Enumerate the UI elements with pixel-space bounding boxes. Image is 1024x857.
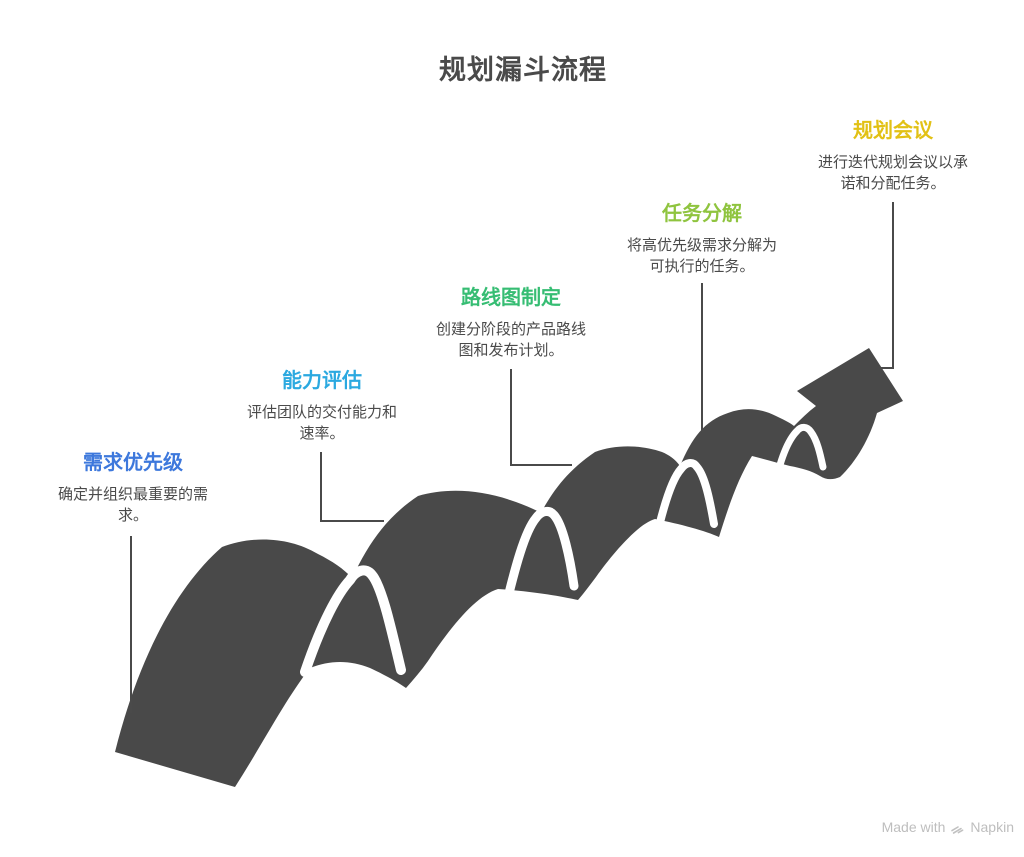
loop-gap-1: [300, 565, 406, 677]
connector-lines: [130, 202, 894, 713]
stage-label-capacity: 能力评估 评估团队的交付能力和 速率。: [242, 369, 402, 444]
stage-heading: 路线图制定: [461, 287, 561, 309]
stage-label-meeting: 规划会议 进行迭代规划会议以承 诺和分配任务。: [813, 119, 973, 194]
stage-label-breakdown: 任务分解 将高优先级需求分解为 可执行的任务。: [622, 202, 782, 277]
loop-gap-4: [770, 423, 827, 493]
connector-line-3: [510, 369, 572, 466]
connector-line-5: [880, 202, 894, 369]
stage-description: 评估团队的交付能力和 速率。: [246, 404, 397, 442]
page-title: 规划漏斗流程: [439, 55, 607, 85]
wave-ribbon-arrow-shape: [115, 348, 903, 787]
stage-heading: 需求优先级: [83, 452, 183, 474]
stage-description: 创建分阶段的产品路线 图和发布计划。: [435, 321, 586, 359]
stage-label-roadmap: 路线图制定 创建分阶段的产品路线 图和发布计划。: [431, 286, 591, 361]
connector-line-2: [320, 452, 384, 522]
loop-gap-2: [499, 506, 579, 619]
stage-description: 将高优先级需求分解为 可执行的任务。: [626, 237, 777, 275]
ribbon-loop-gaps: [300, 423, 827, 677]
napkin-logo-icon: [951, 825, 964, 834]
watermark-prefix: Made with: [881, 819, 946, 835]
stage-heading: 能力评估: [282, 370, 362, 392]
watermark-brand: Napkin: [970, 819, 1014, 835]
stage-heading: 任务分解: [662, 203, 742, 225]
loop-gap-3: [650, 459, 718, 552]
stage-description: 确定并组织最重要的需 求。: [57, 486, 208, 524]
napkin-watermark: Made with Napkin: [882, 819, 1014, 835]
stage-description: 进行迭代规划会议以承 诺和分配任务。: [817, 154, 968, 192]
stage-label-requirements: 需求优先级 确定并组织最重要的需 求。: [53, 451, 213, 526]
stage-heading: 规划会议: [853, 120, 933, 142]
